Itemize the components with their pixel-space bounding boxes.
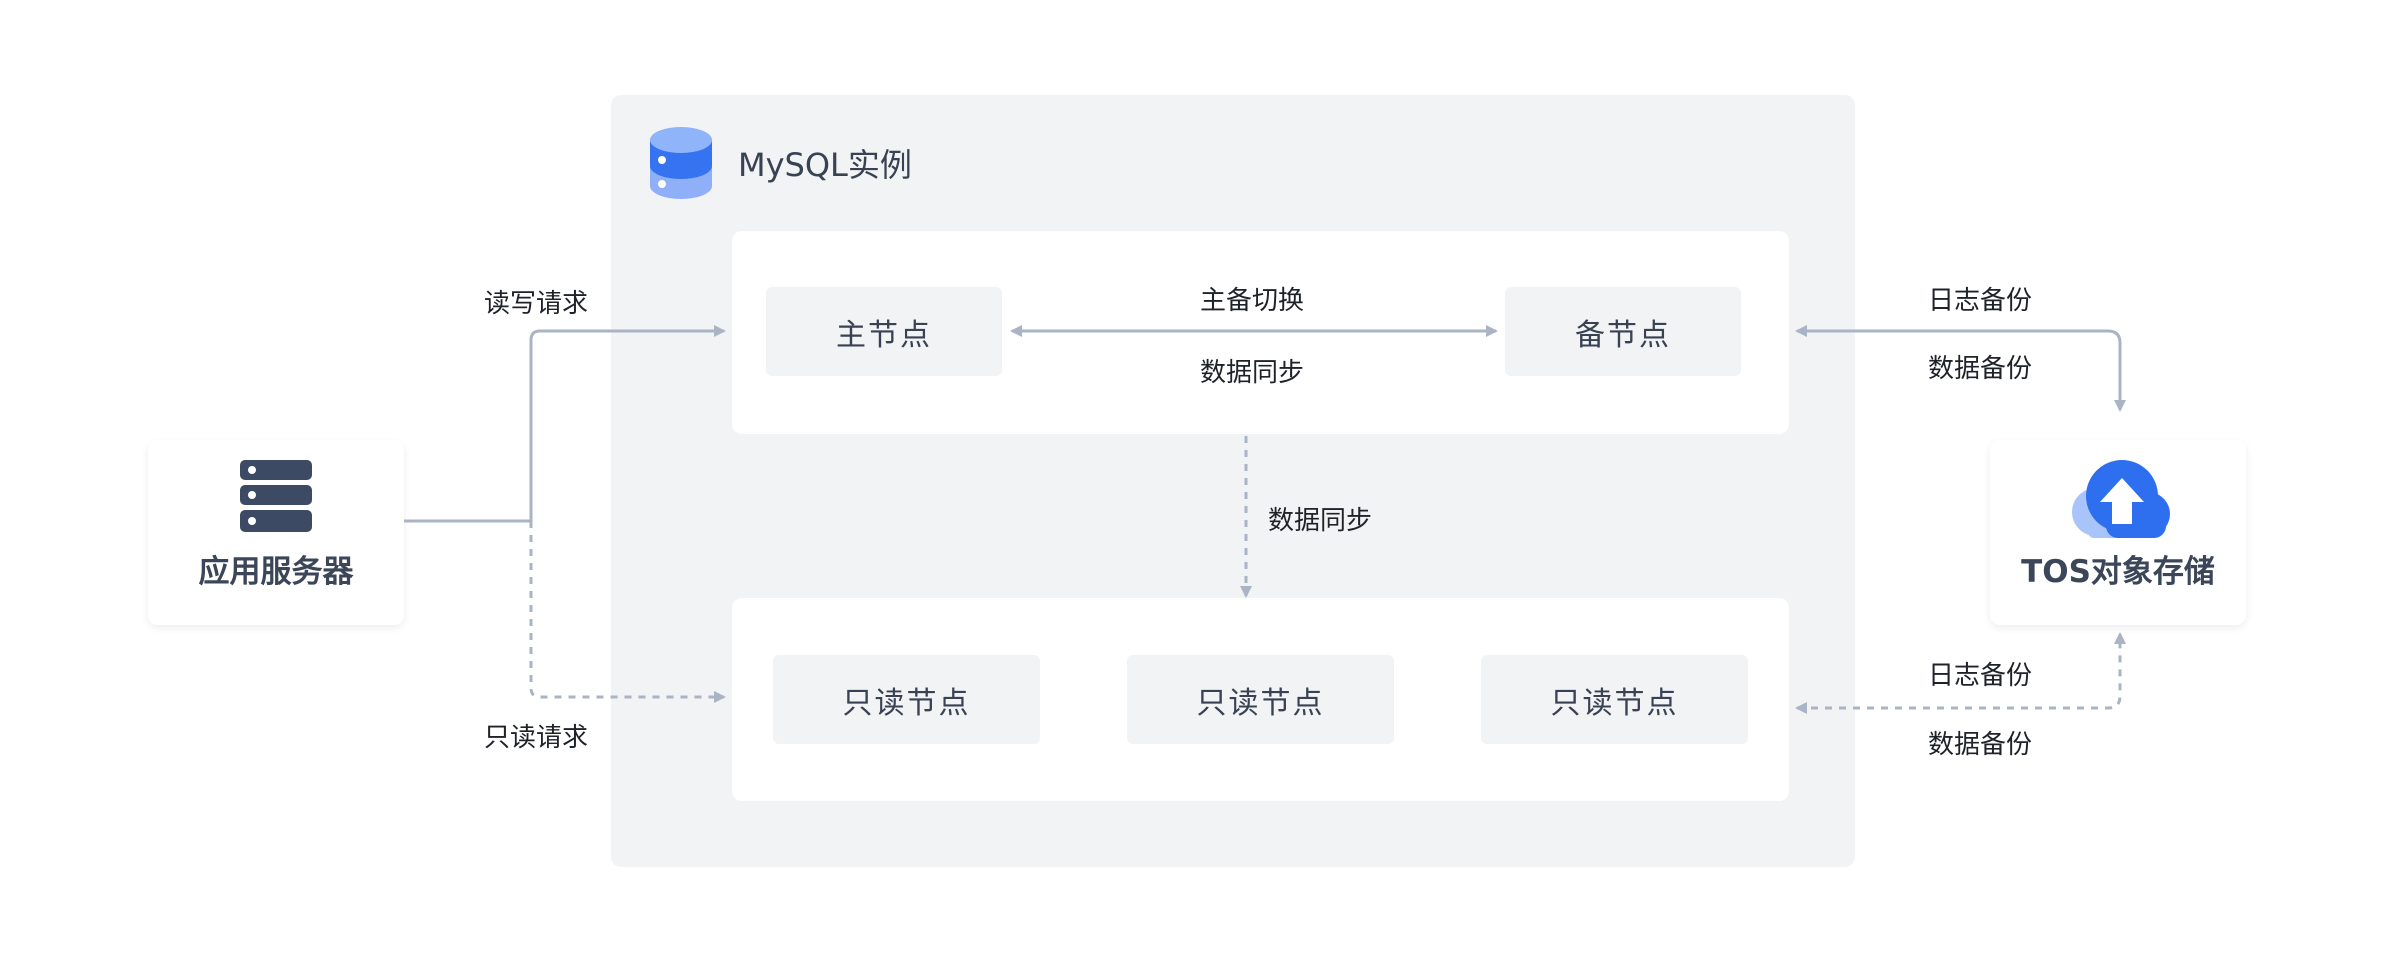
replica-sync-label: 数据同步 — [1268, 506, 1373, 536]
backup-connector-bottom — [1795, 632, 2126, 714]
read-only-request-label: 只读请求 — [484, 723, 589, 753]
data-backup-label: 数据备份 — [1928, 730, 2033, 760]
cloud-upload-icon — [2066, 458, 2170, 540]
read-only-connector — [529, 521, 726, 703]
read-write-connector — [404, 325, 726, 523]
standby-node: 备节点 — [1505, 287, 1741, 376]
instance-title: MySQL实例 — [738, 146, 912, 184]
master-node: 主节点 — [766, 287, 1002, 376]
database-icon — [648, 124, 714, 202]
backup-connector-top — [1795, 325, 2126, 412]
app-server-label: 应用服务器 — [198, 554, 354, 590]
log-backup-label: 日志备份 — [1928, 286, 2033, 316]
read-only-node: 只读节点 — [1127, 655, 1394, 744]
read-only-node: 只读节点 — [1481, 655, 1748, 744]
primary-sync-label: 数据同步 — [1200, 358, 1305, 388]
server-icon — [240, 458, 312, 534]
tos-label: TOS对象存储 — [2021, 554, 2215, 590]
read-only-node: 只读节点 — [773, 655, 1040, 744]
switch-label: 主备切换 — [1200, 286, 1305, 316]
read-write-label: 读写请求 — [484, 289, 589, 319]
